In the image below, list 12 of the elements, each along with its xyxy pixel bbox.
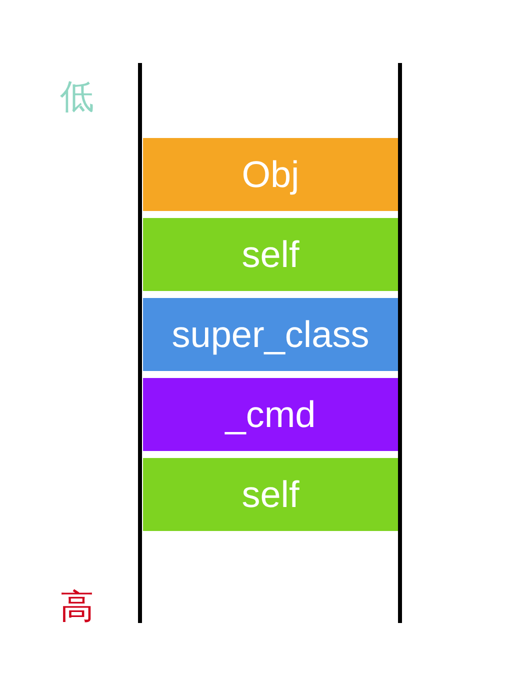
- stack-slot: [143, 458, 398, 531]
- stack-slot: [143, 298, 398, 371]
- stack-slot: [143, 378, 398, 451]
- stack-slot: [143, 138, 398, 211]
- high-address-label: 高: [60, 586, 94, 629]
- stack-slot: [143, 218, 398, 291]
- low-address-label: 低: [60, 76, 94, 119]
- slot-label: _cmd: [225, 394, 316, 436]
- slot-label: self: [242, 234, 300, 276]
- slot-label: Obj: [242, 154, 300, 196]
- slot-label: self: [242, 474, 300, 516]
- slot-label: super_class: [172, 314, 370, 356]
